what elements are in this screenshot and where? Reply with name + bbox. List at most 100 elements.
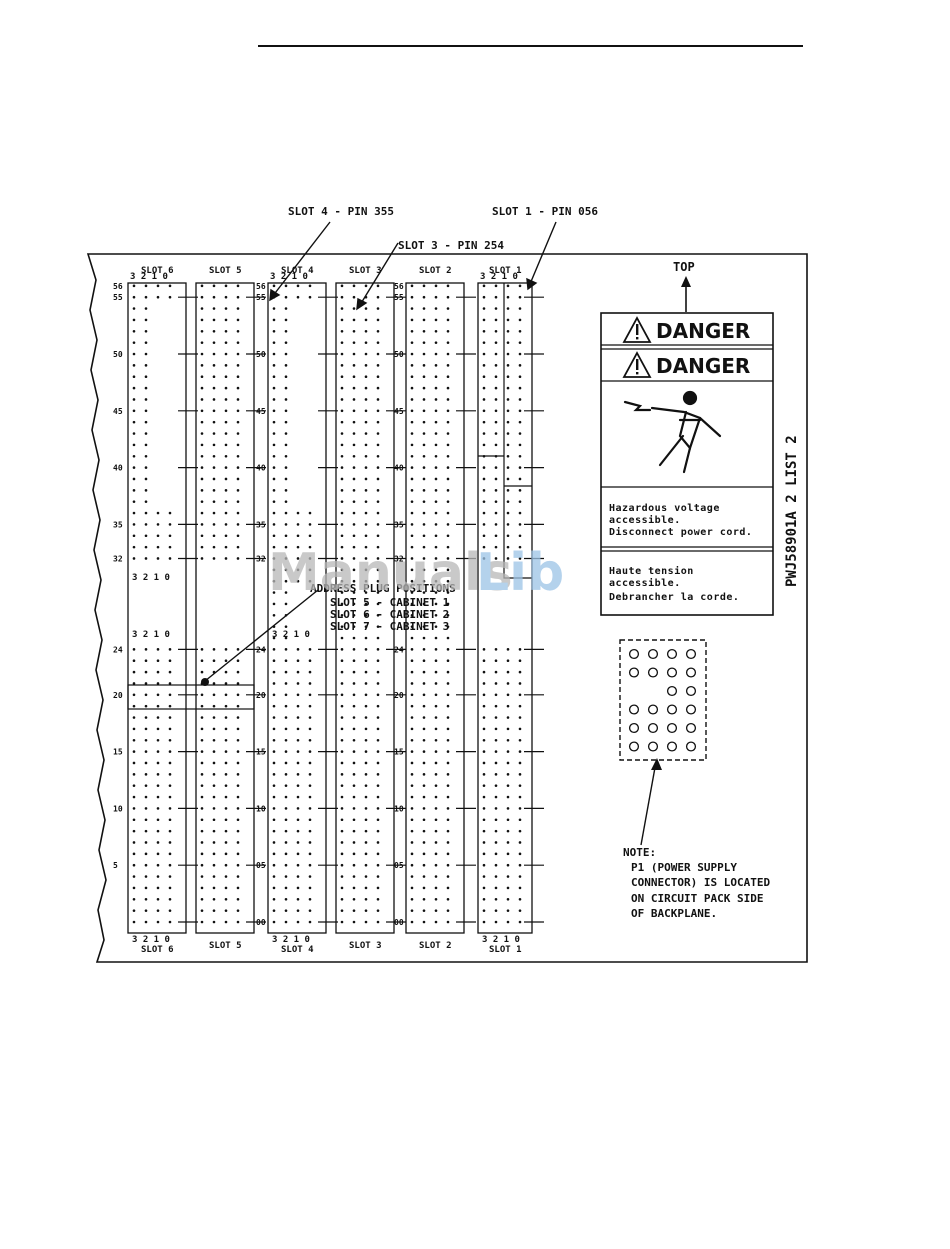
pin-dot [494, 716, 498, 719]
connector-pin [685, 741, 697, 752]
watermark-part-1: Manuals [268, 543, 513, 603]
pin-dot [482, 557, 486, 560]
pin-dot [156, 716, 160, 719]
pin-dot [200, 295, 204, 299]
pin-dot [156, 738, 160, 742]
pin-dot [272, 375, 276, 379]
pin-number-inner: 20 [394, 691, 404, 700]
pin-dot [224, 432, 228, 435]
pin-dot [352, 295, 356, 299]
pin-dot [212, 534, 216, 538]
pin-dot [434, 534, 438, 538]
pin-dot [132, 523, 136, 526]
pin-dot [212, 704, 216, 708]
pin-dot [376, 659, 380, 663]
pin-dot [506, 750, 510, 753]
pin-dot [352, 693, 356, 697]
pin-dot [422, 341, 426, 344]
pin-dot [212, 295, 216, 299]
pin-dot [364, 897, 368, 901]
pin-dot [410, 682, 414, 685]
pin-dot [446, 398, 450, 401]
pin-dot [272, 670, 276, 674]
pin-dot [132, 489, 136, 492]
pin-dot [168, 829, 172, 833]
pin-dot [156, 807, 160, 810]
pin-dot [156, 511, 160, 515]
backplane-outline [86, 253, 808, 963]
pin-dot [518, 341, 522, 344]
pin-dot [296, 795, 300, 799]
pin-dot [132, 511, 136, 515]
pin-dot [284, 818, 288, 822]
pin-dot [156, 523, 160, 526]
pin-dot [156, 284, 160, 288]
pin-dot [340, 920, 344, 924]
pin-dot [132, 659, 136, 663]
pin-dot [224, 693, 228, 697]
pin-dot [340, 829, 344, 833]
pin-dot [236, 375, 240, 379]
pin-number-left: 32 [113, 554, 123, 563]
pin-dot [212, 909, 216, 912]
pin-dot [506, 386, 510, 390]
pin-dot [224, 761, 228, 765]
pin-dot [494, 295, 498, 299]
pin-dot [482, 863, 486, 867]
pin-dot [422, 670, 426, 674]
pin-dot [132, 761, 136, 765]
pin-number-inner: 20 [256, 691, 266, 700]
pin-number-inner: 40 [394, 464, 404, 473]
pin-dot [340, 500, 344, 503]
pin-dot [156, 795, 160, 799]
pin-dot [132, 545, 136, 549]
pin-dot [272, 386, 276, 390]
pin-dot [236, 432, 240, 435]
pin-dot [200, 284, 204, 288]
pin-number-inner: 50 [256, 350, 266, 359]
pin-dot [518, 738, 522, 742]
pin-dot [494, 307, 498, 310]
pin-dot [340, 329, 344, 333]
pin-dot [284, 568, 288, 572]
pin-dot [364, 432, 368, 435]
pin-dot [364, 682, 368, 685]
pin-dot [212, 466, 216, 469]
pin-dot [422, 829, 426, 833]
pin-dot [422, 875, 426, 878]
pin-dot [446, 897, 450, 901]
pin-dot [296, 568, 300, 572]
pin-dot [308, 761, 312, 765]
slot-column-slot6 [127, 282, 187, 934]
pin-dot [506, 398, 510, 401]
pin-dot [506, 863, 510, 867]
pin-dot [236, 420, 240, 424]
pin-dot [212, 795, 216, 799]
pin-dot [212, 409, 216, 413]
danger-header-1: DANGER [656, 319, 750, 343]
pin-dot [224, 909, 228, 912]
pin-dot [340, 750, 344, 753]
pin-dot [446, 341, 450, 344]
pin-dot [376, 738, 380, 742]
pin-dot [434, 398, 438, 401]
pin-dot [236, 477, 240, 481]
pin-dot [156, 750, 160, 753]
pin-dot [422, 375, 426, 379]
pin-dot [482, 386, 486, 390]
pin-dot [422, 398, 426, 401]
pin-dot [236, 443, 240, 447]
pin-dot [132, 295, 136, 299]
pin-dot [236, 364, 240, 367]
pin-dot [308, 897, 312, 901]
pin-dot [410, 409, 414, 413]
pin-dot [518, 432, 522, 435]
pin-dot [482, 693, 486, 697]
pin-dot [518, 863, 522, 867]
pin-dot [364, 909, 368, 912]
pin-dot [410, 841, 414, 844]
pin-dot [446, 557, 450, 560]
pin-dot [446, 284, 450, 288]
pin-dot [506, 897, 510, 901]
pin-dot [434, 420, 438, 424]
